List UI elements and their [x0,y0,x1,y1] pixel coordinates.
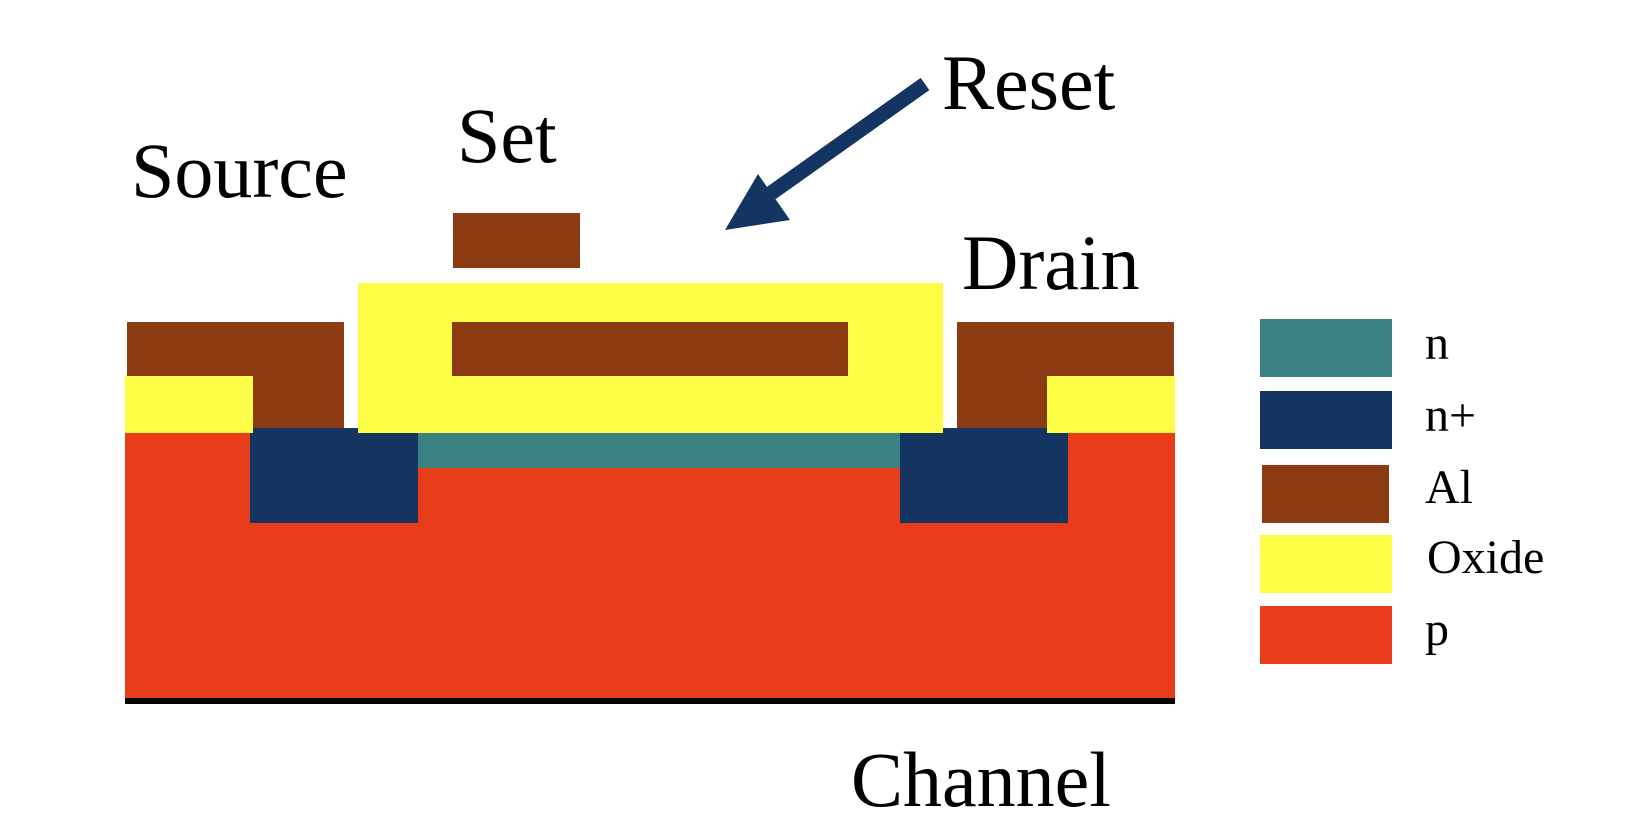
oxide-left [125,375,253,433]
n-channel-region [418,428,900,468]
legend-label-n: n [1425,317,1449,370]
channel-label: Channel [851,736,1111,823]
floating-gate-al [452,322,848,376]
source-contact-al [127,322,344,376]
oxide-right [1047,375,1175,433]
drain-label: Drain [962,219,1140,306]
legend: n n+ Al Oxide p [1255,316,1615,676]
substrate-baseline [125,698,1175,704]
source-contact-plug-al [253,376,344,428]
arrow-down-left-icon [725,77,930,230]
legend-label-p: p [1425,603,1449,656]
legend-label-oxide: Oxide [1427,531,1545,584]
legend-swatch-p [1260,606,1392,664]
legend-label-al: Al [1425,461,1473,514]
legend-swatch-n-plus [1260,391,1392,449]
source-label: Source [131,127,348,214]
n-plus-drain-well [900,428,1068,523]
drain-contact-al [957,322,1174,376]
legend-swatch-al [1262,465,1389,523]
drain-contact-plug-al [957,376,1047,428]
reset-label: Reset [942,39,1116,126]
n-plus-source-well [250,428,418,523]
set-gate-al [453,213,580,268]
legend-swatch-oxide [1260,535,1392,593]
set-label: Set [457,92,557,179]
legend-swatch-n [1260,319,1392,377]
legend-label-n-plus: n+ [1425,389,1477,442]
